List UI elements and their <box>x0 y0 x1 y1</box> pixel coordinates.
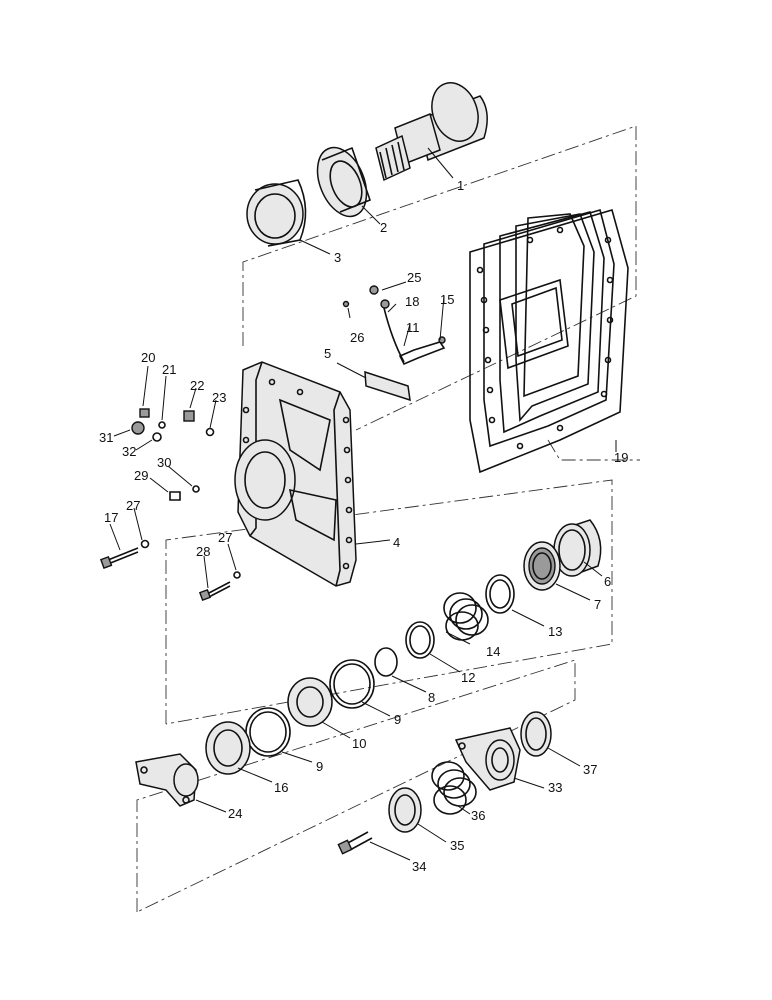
callout-33: 33 <box>548 780 562 795</box>
housing-bolt-holes <box>242 378 353 570</box>
pinion-shaft <box>375 82 488 182</box>
callout-18: 18 <box>405 294 419 309</box>
callout-11: 11 <box>406 320 420 335</box>
callout-29: 29 <box>134 468 148 483</box>
callout-12: 12 <box>461 670 475 685</box>
callout-10: 10 <box>352 736 366 751</box>
callout-27-right: 27 <box>218 530 232 545</box>
leader-lines <box>109 147 617 861</box>
callout-9-lower: 9 <box>316 759 323 774</box>
gasket-bracket-outline <box>547 439 640 461</box>
callout-5: 5 <box>324 346 331 361</box>
gasket-stack <box>469 209 629 474</box>
housing <box>234 361 357 587</box>
callout-17: 17 <box>104 510 118 525</box>
fittings-left <box>131 408 215 501</box>
callout-3: 3 <box>334 250 341 265</box>
middle-ring-stack <box>205 519 602 775</box>
callout-25: 25 <box>407 270 421 285</box>
bolt-lower <box>337 831 373 855</box>
callout-23: 23 <box>212 390 226 405</box>
callout-37: 37 <box>583 762 597 777</box>
callout-36: 36 <box>471 808 485 823</box>
lower-assembly-outline <box>136 659 576 913</box>
bearing-cup <box>246 179 307 247</box>
upper-assembly-outline <box>242 125 637 431</box>
gasket-bolt-holes <box>476 226 614 450</box>
callout-9-upper: 9 <box>394 712 401 727</box>
callout-35: 35 <box>450 838 464 853</box>
callout-13: 13 <box>548 624 562 639</box>
callout-24: 24 <box>228 806 242 821</box>
yoke-right <box>454 727 521 791</box>
callout-32: 32 <box>122 444 136 459</box>
yoke-left <box>135 753 199 807</box>
callout-27-left: 27 <box>126 498 140 513</box>
middle-assembly-outline <box>165 479 613 725</box>
callout-1: 1 <box>457 178 464 193</box>
callout-8: 8 <box>428 690 435 705</box>
callout-31: 31 <box>99 430 113 445</box>
callout-19: 19 <box>614 450 628 465</box>
callout-34: 34 <box>412 859 426 874</box>
callout-16: 16 <box>274 780 288 795</box>
callout-28: 28 <box>196 544 210 559</box>
callout-labels: 1 2 3 4 5 6 7 8 9 9 10 11 12 13 14 15 16… <box>99 178 628 874</box>
callout-6: 6 <box>604 574 611 589</box>
assembly-outline-group <box>136 125 640 913</box>
callout-7: 7 <box>594 597 601 612</box>
callout-22: 22 <box>190 378 204 393</box>
callout-30: 30 <box>157 455 171 470</box>
callout-20: 20 <box>141 350 155 365</box>
lower-ring-stack <box>388 711 552 833</box>
bearing-cone <box>316 146 372 218</box>
callout-2: 2 <box>380 220 387 235</box>
callout-4: 4 <box>393 535 400 550</box>
callout-21: 21 <box>162 362 176 377</box>
callout-26: 26 <box>350 330 364 345</box>
callout-14: 14 <box>486 644 500 659</box>
bolts-left <box>99 539 241 602</box>
callout-15: 15 <box>440 292 454 307</box>
sensor-bracket-assembly <box>342 285 446 402</box>
